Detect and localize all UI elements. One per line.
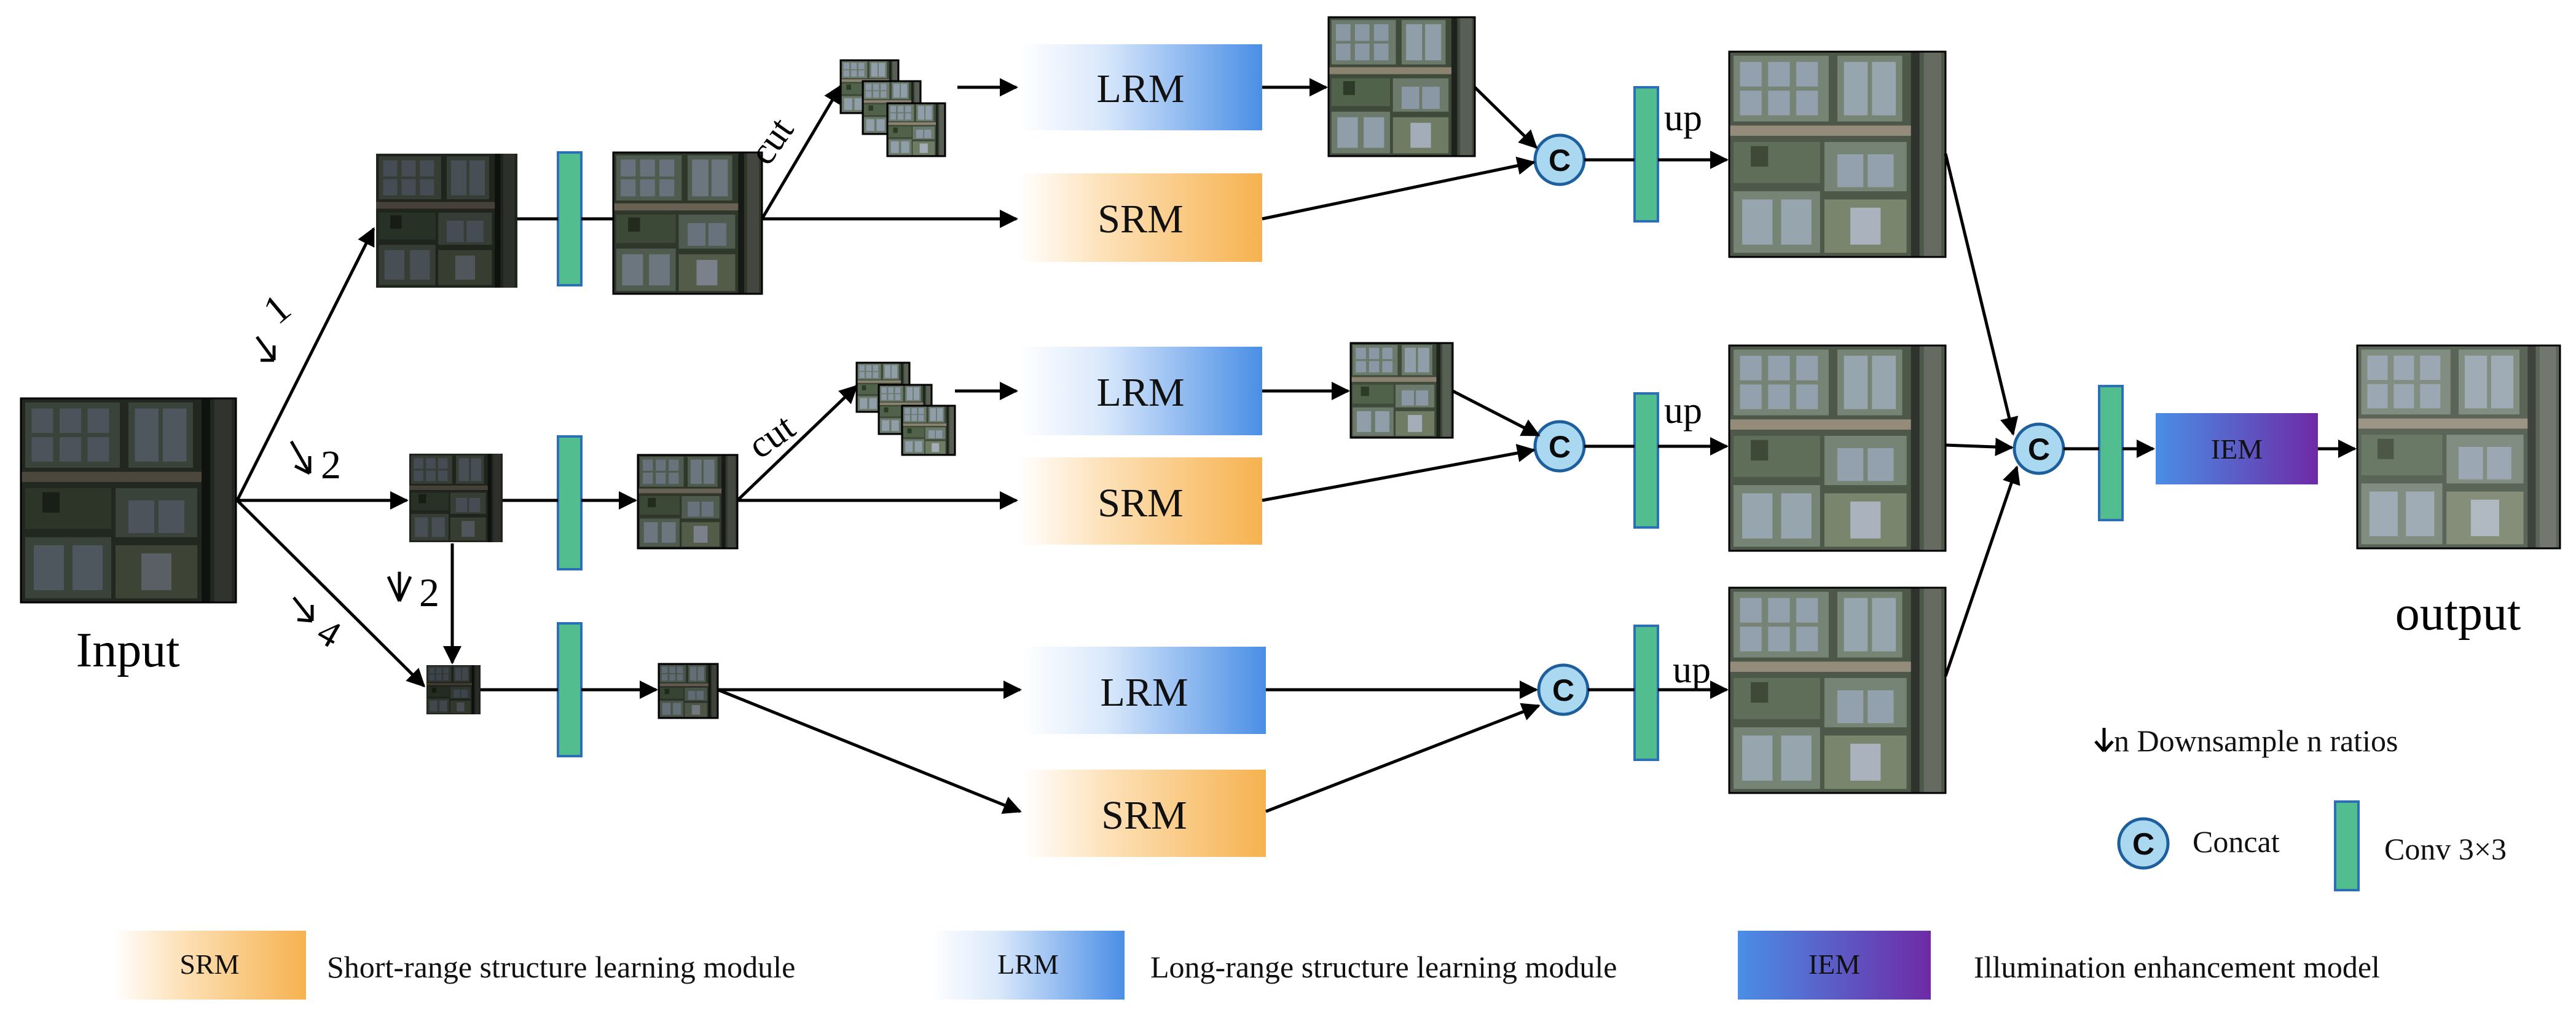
arrow [1944,465,2020,677]
arrow [760,84,842,220]
svg-text:C: C [1549,430,1571,464]
feature-image-middle [637,454,739,550]
srm-label: SRM [1098,481,1183,526]
srm-label: SRM [1101,793,1187,838]
conv-block [557,435,583,570]
arrow [1262,156,1536,221]
output-image [2356,344,2561,550]
downsample-label-2b: 2 [387,570,439,615]
arrow [1262,444,1536,502]
image-patches-middle [855,361,956,456]
concat-node: C [1537,663,1590,716]
svg-text:C: C [2028,432,2050,467]
downsample-label-2: 2 [289,440,341,487]
lrm-label: LRM [1096,66,1184,111]
svg-text:Long-range structure learning: Long-range structure learning module [1150,950,1617,984]
svg-text:SRM: SRM [179,949,239,980]
upsampled-image-bottom [1728,586,1947,794]
lrm-label: LRM [1096,370,1184,415]
upsampled-image-middle [1728,344,1947,552]
srm-label: SRM [1098,197,1183,242]
conv-block [1633,625,1659,761]
concat-node: C [1533,133,1586,186]
svg-text:Conv 3×3: Conv 3×3 [2384,832,2507,866]
arrow [1451,389,1541,437]
svg-text:4: 4 [310,610,348,656]
srm-module-middle: SRM [1019,457,1262,545]
connections [235,78,2357,814]
legend-iem: IEM Illumination enhancement model [1738,931,2380,1000]
iem-label: IEM [2211,433,2263,465]
svg-text:IEM: IEM [1808,949,1860,980]
svg-text:2: 2 [419,570,439,615]
srm-module-top: SRM [1019,173,1262,262]
lrm-label: LRM [1100,670,1188,715]
input-image [20,397,237,604]
legend-concat: C Concat [2117,817,2280,870]
arrow [1945,438,2014,456]
svg-text:C: C [2132,827,2154,861]
arrow [235,227,375,502]
iem-module: IEM [2156,413,2318,484]
lrm-module-middle: LRM [1019,347,1262,435]
arrow [736,384,858,502]
arrow [1474,86,1538,149]
svg-text:Short-range structure learning: Short-range structure learning module [327,950,795,984]
upsampled-image-top [1728,50,1947,258]
conv-block [2098,385,2124,521]
svg-text:2: 2 [321,443,341,487]
svg-text:C: C [1549,143,1571,178]
downsample-label-1: 1 [255,285,299,362]
arrow [236,499,426,688]
output-label: output [2395,586,2521,641]
lrm-output-image-top [1327,16,1476,157]
concat-node: C [1533,420,1586,473]
lrm-output-image-middle [1349,342,1454,439]
input-label: Input [76,623,180,677]
arrow [717,688,1022,814]
downsampled-image-x4 [426,665,481,714]
conv-block [557,151,583,286]
svg-text:n Downsample n ratios: n Downsample n ratios [2114,724,2398,758]
svg-text:C: C [1552,673,1574,708]
conv-block [1633,392,1659,529]
downsampled-image-x2 [409,454,503,542]
srm-module-bottom: SRM [1023,770,1266,857]
conv-block [557,622,583,757]
downsampled-image-x1 [376,154,517,288]
feature-image-top [612,151,763,295]
legend-lrm: LRM Long-range structure learning module [932,931,1617,1000]
lrm-module-top: LRM [1019,44,1262,130]
conv-block [1633,86,1659,223]
svg-text:1: 1 [255,285,299,333]
lrm-module-bottom: LRM [1023,647,1266,734]
legend-conv: Conv 3×3 [2334,800,2507,891]
conv-blocks [557,86,2124,761]
svg-text:LRM: LRM [997,949,1059,980]
svg-text:Concat: Concat [2193,824,2280,859]
up-label: up [1673,649,1711,691]
cut-label: cut [740,406,803,467]
up-label: up [1664,97,1702,139]
concat-node: C [2012,422,2065,475]
image-patches-top [839,59,946,157]
legend-srm: SRM Short-range structure learning modul… [113,931,795,1000]
feature-image-bottom [658,663,719,719]
svg-text:Illumination enhancement model: Illumination enhancement model [1974,950,2380,984]
arrow [1265,703,1541,813]
arrow [1944,153,2019,436]
downsample-label-4: 4 [293,596,348,657]
up-label: up [1664,390,1702,432]
legend-downsample: n Downsample n ratios [2094,724,2398,758]
